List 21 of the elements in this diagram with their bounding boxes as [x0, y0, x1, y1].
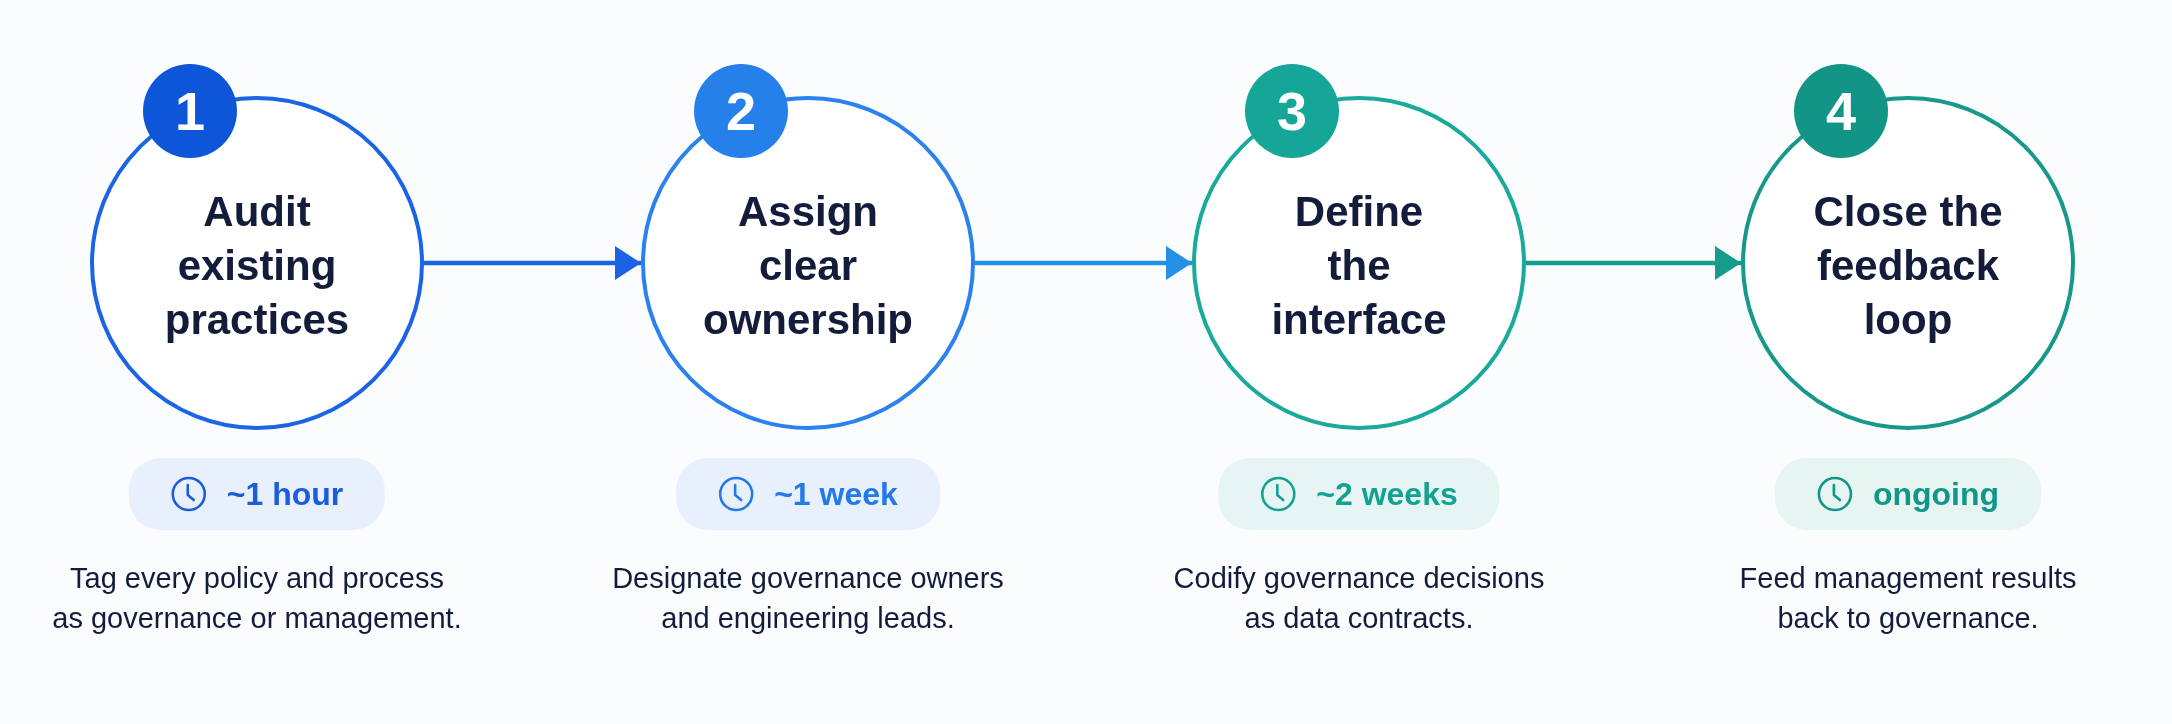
- step-description: Codify governance decisions as data contracts.: [1173, 562, 1545, 634]
- duration-text: ~2 weeks: [1316, 475, 1458, 514]
- step-description: Tag every policy and process as governance or management.: [52, 562, 462, 634]
- duration-pill: [1218, 458, 1500, 530]
- step-number-badge: 3: [1245, 64, 1339, 158]
- step-title: Assign clear ownership: [703, 188, 913, 343]
- arrow: [1526, 246, 1741, 280]
- step-title: Close the feedback loop: [1813, 188, 2003, 343]
- step-number-badge: 1: [143, 64, 237, 158]
- arrow: [424, 246, 641, 280]
- step-title: Define the interface: [1271, 188, 1447, 343]
- step-description: Feed management results back to governance.: [1739, 562, 2077, 634]
- step-number-badge: 4: [1794, 64, 1888, 158]
- duration-text: ~1 hour: [226, 475, 344, 514]
- step-description: Designate governance owners and engineering leads.: [612, 562, 1004, 634]
- arrow: [975, 246, 1192, 280]
- duration-pill: [676, 458, 940, 530]
- step-title: Audit existing practices: [164, 188, 350, 343]
- duration-text: ~1 week: [774, 475, 898, 514]
- step-number-badge: 2: [694, 64, 788, 158]
- duration-text: ongoing: [1872, 475, 2000, 514]
